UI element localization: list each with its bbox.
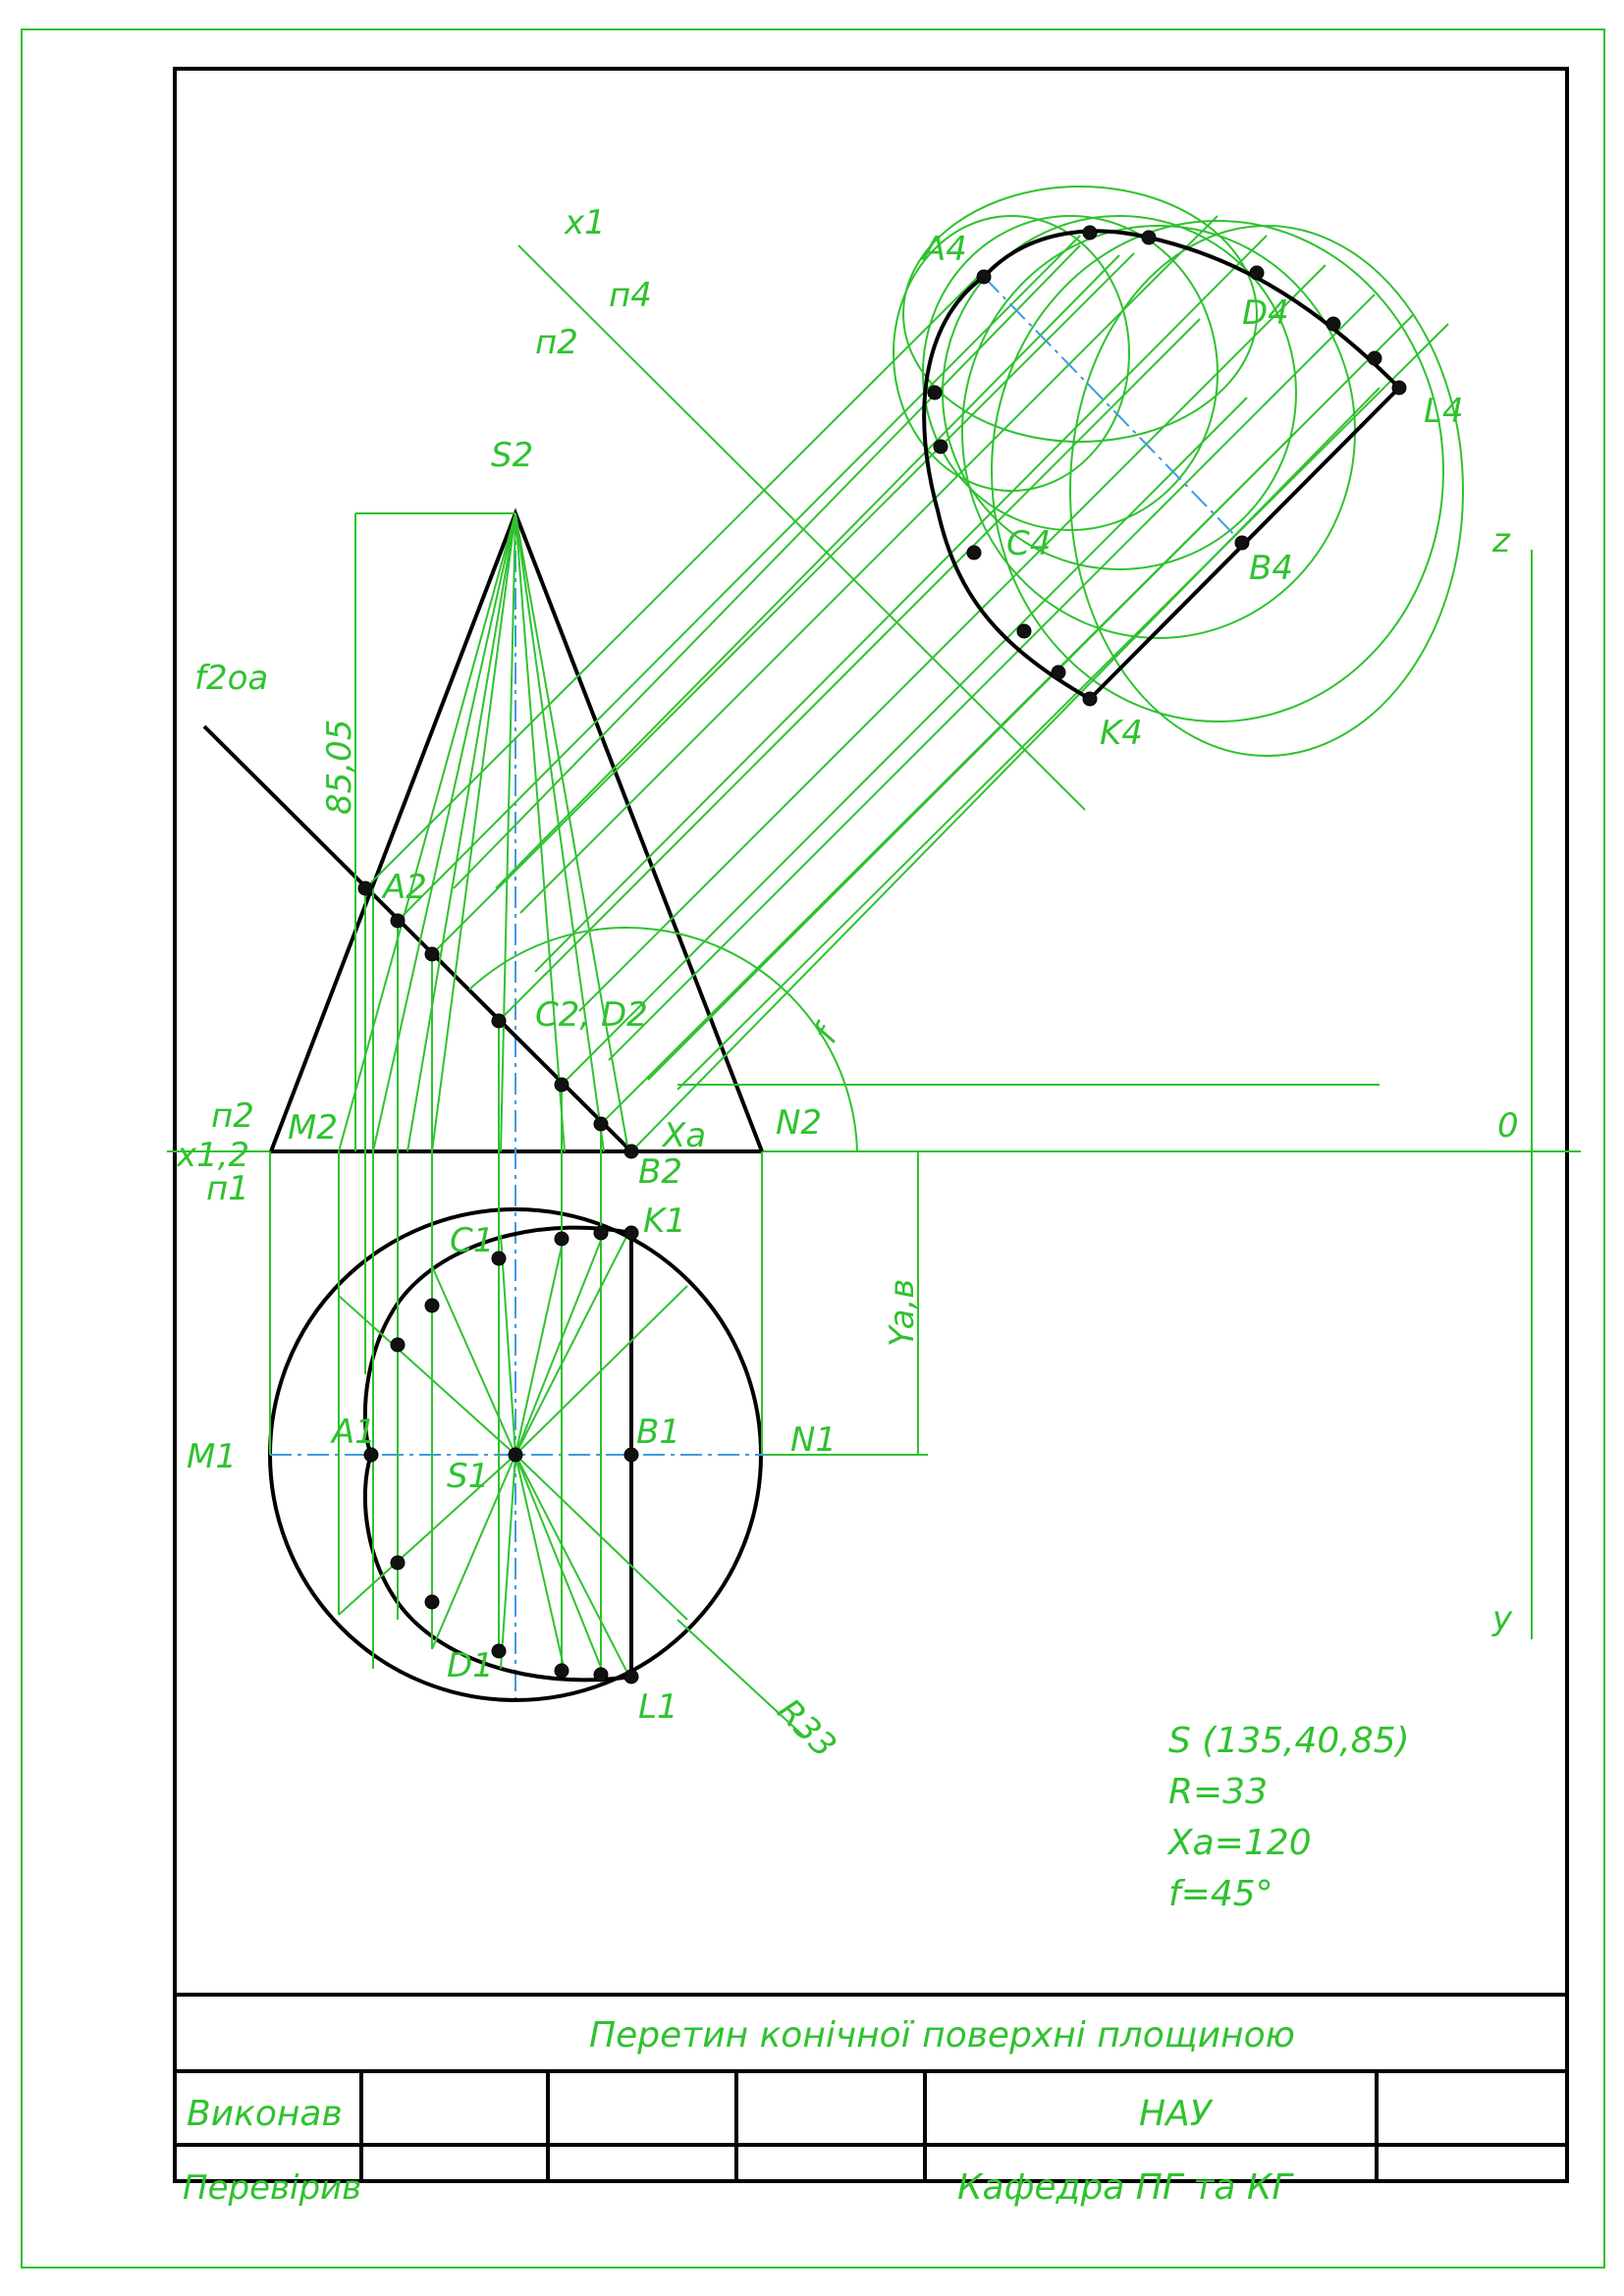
- label-D4: D4: [1242, 294, 1289, 333]
- label-z: z: [1491, 521, 1511, 561]
- plan-view: [268, 888, 928, 1738]
- label-pi2: п2: [211, 1096, 254, 1136]
- projection-lines: [364, 215, 1449, 1152]
- param-R: R=33: [1168, 1772, 1268, 1812]
- label-A2: A2: [381, 868, 427, 907]
- label-L1: L1: [638, 1687, 678, 1727]
- title-block: Перетин конічної поверхні площиною Викон…: [175, 1993, 1567, 2208]
- title-text: Перетин конічної поверхні площиною: [589, 2015, 1295, 2056]
- label-y: y: [1491, 1599, 1513, 1638]
- label-C4: C4: [1006, 524, 1051, 563]
- axes: [167, 244, 1581, 1639]
- label-pi4: п4: [609, 276, 652, 315]
- label-pi2-top: п2: [535, 323, 578, 362]
- label-S1: S1: [447, 1457, 489, 1496]
- parameters: S (135,40,85) R=33 Xa=120 f=45°: [1166, 1721, 1410, 1914]
- param-f: f=45°: [1168, 1874, 1273, 1914]
- checked-label: Перевірив: [183, 2168, 361, 2208]
- label-L4: L4: [1424, 392, 1464, 431]
- view4-section: [922, 225, 1407, 707]
- label-M1: M1: [187, 1437, 237, 1476]
- label-B1: B1: [636, 1413, 680, 1452]
- label-Xa: Xa: [661, 1116, 706, 1155]
- param-Xa: Xa=120: [1166, 1823, 1312, 1863]
- label-x1: x1: [564, 203, 606, 242]
- label-A1: A1: [330, 1413, 376, 1452]
- label-pi1: п1: [206, 1169, 249, 1208]
- label-A4: A4: [921, 230, 967, 269]
- label-x12: x1,2: [176, 1136, 249, 1175]
- labels: x1 п4 п2 S2 f2oa 85,05 A2 C2, D2 f п2 x1…: [176, 203, 1519, 1766]
- x1-axis: [517, 244, 1086, 811]
- performed-label: Виконав: [187, 2094, 343, 2134]
- label-B2: B2: [638, 1152, 682, 1192]
- label-N1: N1: [790, 1420, 837, 1460]
- label-f2oa: f2oa: [194, 659, 268, 698]
- label-M2: M2: [288, 1108, 338, 1148]
- label-D1: D1: [447, 1646, 494, 1685]
- outer-border: [21, 28, 1605, 2269]
- label-K1: K1: [643, 1201, 686, 1241]
- label-zero: 0: [1497, 1106, 1519, 1146]
- angle-arc: [468, 927, 858, 1152]
- label-Yab: Ya,в: [883, 1279, 922, 1347]
- label-R33: R33: [770, 1691, 844, 1766]
- label-height-dim: 85,05: [320, 720, 359, 815]
- param-S: S (135,40,85): [1168, 1721, 1410, 1761]
- label-K4: K4: [1100, 714, 1143, 753]
- front-section-points: [357, 881, 639, 1159]
- drawing-frame: [173, 67, 1569, 2183]
- label-C1: C1: [450, 1221, 494, 1260]
- label-B4: B4: [1249, 549, 1293, 588]
- label-C2D2: C2, D2: [535, 995, 648, 1035]
- org-label: НАУ: [1139, 2094, 1214, 2134]
- label-N2: N2: [776, 1103, 822, 1143]
- dept-label: Кафедра ПГ та КГ: [957, 2167, 1294, 2208]
- label-S2: S2: [491, 436, 533, 475]
